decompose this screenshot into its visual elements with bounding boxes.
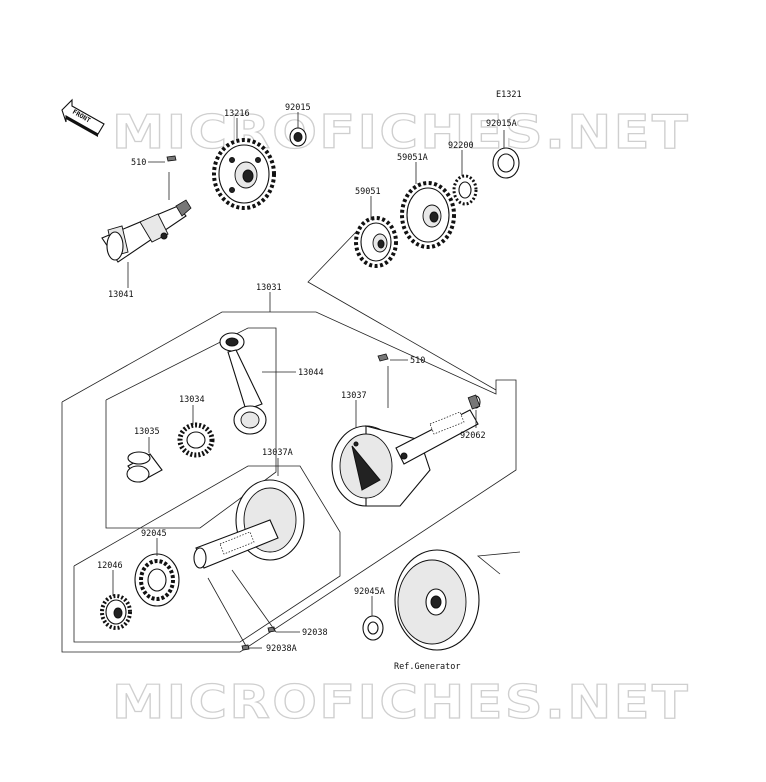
label-59051A: 59051A <box>397 153 428 163</box>
label-92015A: 92015A <box>486 119 517 129</box>
label-59051: 59051 <box>355 187 381 197</box>
watermark-top: MICROFICHES.NET <box>112 105 690 159</box>
crankpin-13035 <box>126 451 163 483</box>
sprocket-12046 <box>100 594 132 630</box>
gear-to-crank-line <box>307 231 497 391</box>
connecting-rod-13044 <box>219 332 267 435</box>
watermark-bottom: MICROFICHES.NET <box>112 675 690 729</box>
gear-13216 <box>212 138 276 210</box>
label-13035: 13035 <box>134 427 160 437</box>
assembly-outline-13044 <box>105 327 277 529</box>
assembly-outline-13031 <box>61 311 517 653</box>
label-13037A: 13037A <box>262 448 293 458</box>
label-12046: 12046 <box>97 561 123 571</box>
label-13034: 13034 <box>179 395 205 405</box>
label-13044: 13044 <box>298 368 324 378</box>
ref-generator-note: Ref.Generator <box>394 662 461 672</box>
washer-92015A <box>492 147 520 179</box>
label-510-mid: 510 <box>410 356 425 366</box>
generator-pointer <box>476 551 521 575</box>
ref-code: E1321 <box>496 90 522 100</box>
oil-seal-92045A <box>362 615 384 641</box>
bolt-92062 <box>467 394 481 410</box>
leader-lines <box>112 112 505 649</box>
nut-92015 <box>289 127 307 147</box>
label-13031: 13031 <box>256 283 282 293</box>
crankshaft-right-13037 <box>331 409 479 507</box>
key-510-mid <box>377 353 389 362</box>
label-92038A: 92038A <box>266 644 297 654</box>
label-92200: 92200 <box>448 141 474 151</box>
generator-housing <box>394 549 480 651</box>
gear-59051 <box>354 216 398 268</box>
label-13216: 13216 <box>224 109 250 119</box>
assembly-outline-13037A <box>73 465 341 643</box>
gear-59051A <box>400 181 456 249</box>
label-13041: 13041 <box>108 290 134 300</box>
label-510-top: 510 <box>131 158 146 168</box>
label-92015: 92015 <box>285 103 311 113</box>
balancer-shaft-13041 <box>101 199 192 263</box>
key-510-top <box>166 155 177 162</box>
label-92045: 92045 <box>141 529 167 539</box>
bearing-92045 <box>134 553 180 607</box>
label-92045A: 92045A <box>354 587 385 597</box>
label-92062: 92062 <box>460 431 486 441</box>
bearing-13034 <box>177 422 215 458</box>
label-92038: 92038 <box>302 628 328 638</box>
front-arrow-icon: FRONT <box>61 98 105 137</box>
label-13037: 13037 <box>341 391 367 401</box>
circlip-92200 <box>452 174 478 206</box>
crankshaft-left-13037A <box>193 479 305 569</box>
